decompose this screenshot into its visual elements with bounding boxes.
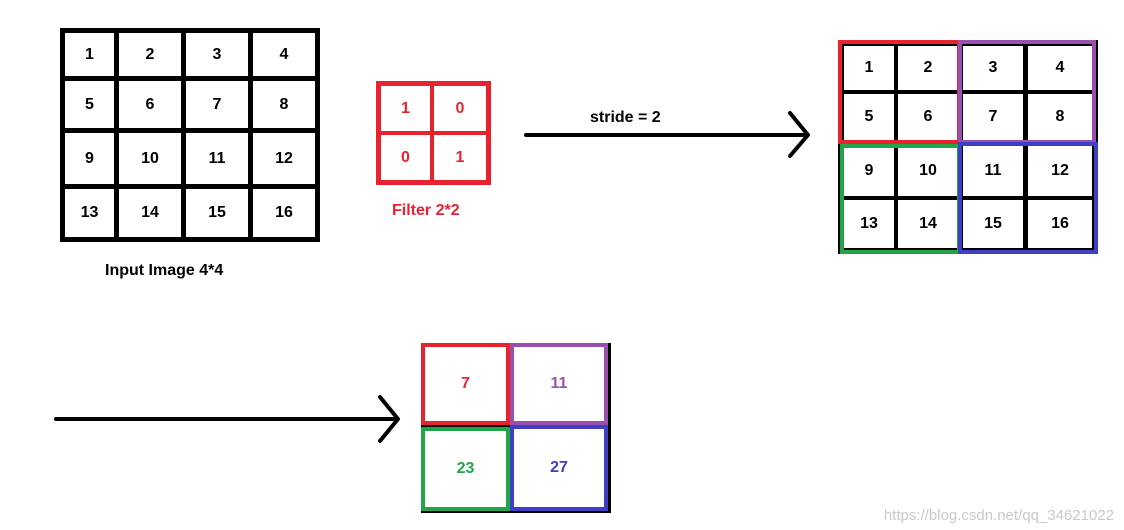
input-cell: 14 [119, 189, 181, 237]
partition-cell: 3 [963, 46, 1023, 90]
stride-label: stride = 2 [590, 109, 661, 126]
partition-cell: 14 [898, 200, 958, 248]
partition-cell: 1 [844, 46, 894, 90]
output-cell-purple [510, 343, 608, 425]
input-cell: 3 [186, 33, 248, 76]
partition-cell: 15 [963, 200, 1023, 248]
input-image-label: Input Image 4*4 [105, 262, 224, 279]
input-cell: 15 [186, 189, 248, 237]
filter-grid: 1 0 0 1 [376, 81, 491, 185]
partition-cell: 4 [1028, 46, 1092, 90]
input-cell: 1 [65, 33, 114, 76]
input-cell: 10 [119, 133, 181, 184]
output-cell-blue [510, 425, 608, 511]
partition-cell: 13 [844, 200, 894, 248]
input-cell: 8 [253, 81, 315, 128]
input-cell: 2 [119, 33, 181, 76]
filter-cell: 1 [381, 86, 430, 131]
watermark: https://blog.csdn.net/qq_34621022 [883, 507, 1114, 524]
purple-block-outline [958, 40, 1096, 144]
input-cell: 13 [65, 189, 114, 237]
partition-cell: 6 [898, 94, 958, 140]
filter-label: Filter 2*2 [392, 202, 460, 219]
partition-cell: 9 [844, 146, 894, 196]
input-cell: 5 [65, 81, 114, 128]
input-cell: 11 [186, 133, 248, 184]
partition-cell: 11 [963, 146, 1023, 196]
output-value: 7 [461, 375, 470, 392]
partition-cell: 7 [963, 94, 1023, 140]
output-value: 23 [456, 460, 475, 477]
output-cell-green [421, 427, 510, 511]
input-cell: 16 [253, 189, 315, 237]
input-image-grid: 1 2 3 4 5 6 7 8 9 10 11 12 13 14 15 16 [60, 28, 320, 242]
partition-cell: 16 [1028, 200, 1092, 248]
partition-cell: 8 [1028, 94, 1092, 140]
right-arrow-icon [54, 395, 400, 443]
partition-cell: 2 [898, 46, 958, 90]
input-cell: 6 [119, 81, 181, 128]
output-value: 27 [550, 459, 568, 476]
input-cell: 9 [65, 133, 114, 184]
input-cell: 12 [253, 133, 315, 184]
filter-cell: 1 [434, 135, 486, 180]
filter-cell: 0 [434, 86, 486, 131]
right-arrow-icon [524, 111, 810, 158]
red-block-outline [838, 40, 961, 144]
output-cell-red [421, 343, 510, 425]
partition-cell: 10 [898, 146, 958, 196]
green-block-outline [840, 144, 961, 254]
input-cell: 4 [253, 33, 315, 76]
blue-block-outline [958, 142, 1098, 254]
partition-cell: 5 [844, 94, 894, 140]
input-cell: 7 [186, 81, 248, 128]
filter-cell: 0 [381, 135, 430, 180]
partition-cell: 12 [1028, 146, 1092, 196]
output-value: 11 [550, 375, 568, 392]
